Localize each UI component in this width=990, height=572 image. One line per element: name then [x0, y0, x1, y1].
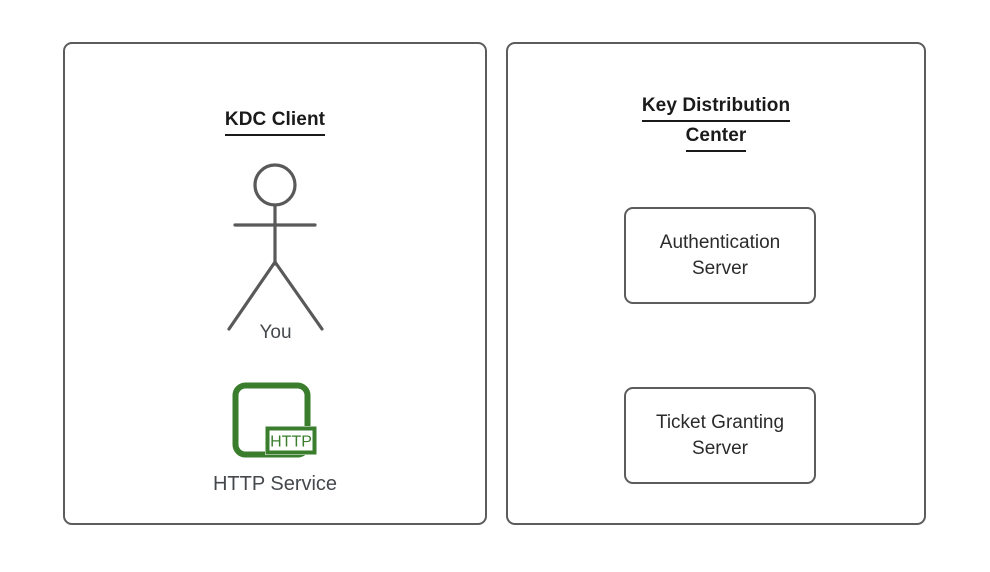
panel-kdc-title-line2: Center — [685, 122, 747, 152]
ticket-granting-server-box: Ticket Granting Server — [624, 387, 816, 484]
http-service-label: HTTP Service — [212, 473, 338, 495]
stick-figure-user-label: You — [259, 322, 292, 343]
panel-kdc-client-title-text: KDC Client — [224, 106, 326, 136]
http-service-icon: HTTP — [232, 382, 318, 458]
stick-figure-user-icon — [218, 158, 333, 348]
authentication-server-label: Authentication Server — [659, 231, 781, 279]
panel-kdc-client-title: KDC Client — [65, 106, 485, 136]
authentication-server-box: Authentication Server — [624, 207, 816, 304]
panel-kdc-title-line1: Key Distribution — [641, 92, 791, 122]
http-badge-text: HTTP — [270, 434, 312, 451]
ticket-granting-server-label: Ticket Granting Server — [655, 411, 785, 459]
